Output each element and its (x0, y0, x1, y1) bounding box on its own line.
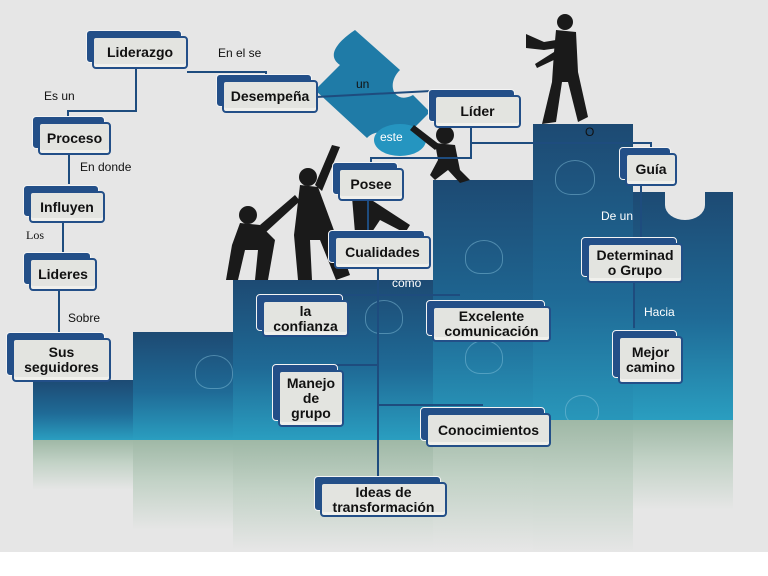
link-los: Los (26, 228, 44, 242)
node-label: Sus seguidores (12, 338, 111, 382)
reflection (133, 440, 233, 530)
node-conocimientos[interactable]: Conocimientos (420, 407, 551, 447)
node-manejo-de-grupo[interactable]: Manejo de grupo (272, 364, 344, 427)
node-label: Mejor camino (618, 336, 683, 384)
node-posee[interactable]: Posee (332, 162, 404, 201)
connector (377, 268, 379, 480)
node-determinado-grupo[interactable]: Determinad o Grupo (581, 237, 683, 283)
connector (640, 185, 642, 237)
node-ideas-de-transformacion[interactable]: Ideas de transformación (314, 476, 447, 517)
node-label: Influyen (29, 191, 105, 223)
link-este: este (380, 130, 403, 144)
node-label: Lideres (29, 258, 97, 291)
connector (58, 290, 60, 334)
node-label: Guía (625, 153, 677, 186)
link-sobre: Sobre (68, 311, 101, 325)
reflection (33, 440, 133, 490)
link-hacia: Hacia (644, 305, 675, 319)
connector (633, 282, 635, 328)
puzzle-outline (195, 355, 233, 389)
concept-map-canvas: Liderazgo Desempeña Líder Proceso Guía P… (0, 0, 768, 552)
puzzle-outline (465, 240, 503, 274)
node-label: la confianza (262, 300, 349, 337)
megaphone-leader-icon (526, 14, 588, 124)
node-label: Manejo de grupo (278, 370, 344, 427)
node-sus-seguidores[interactable]: Sus seguidores (6, 332, 111, 382)
connector (305, 364, 379, 366)
connector (135, 68, 137, 112)
reflection (633, 420, 733, 510)
connector (470, 142, 652, 144)
node-lideres[interactable]: Lideres (23, 252, 97, 291)
node-liderazgo[interactable]: Liderazgo (86, 30, 188, 69)
connector (377, 404, 483, 406)
node-la-confianza[interactable]: la confianza (256, 294, 349, 337)
node-proceso[interactable]: Proceso (32, 116, 111, 155)
puzzle-outline (555, 160, 595, 195)
node-label: Liderazgo (92, 36, 188, 69)
node-label: Conocimientos (426, 413, 551, 447)
puzzle-outline (465, 340, 503, 374)
link-es-un: Es un (44, 89, 75, 103)
node-mejor-camino[interactable]: Mejor camino (612, 330, 683, 384)
connector (300, 294, 460, 296)
node-cualidades[interactable]: Cualidades (328, 230, 431, 269)
puzzle-column-1 (33, 380, 133, 440)
connector (370, 157, 470, 159)
link-en-el-se: En el se (218, 46, 262, 60)
node-influyen[interactable]: Influyen (23, 185, 105, 223)
connector (650, 142, 652, 150)
link-de-un: De un (601, 209, 634, 223)
connector (367, 200, 369, 232)
node-desempena[interactable]: Desempeña (216, 74, 318, 113)
link-en-donde: En donde (80, 160, 132, 174)
connector (68, 154, 70, 184)
node-label: Posee (338, 168, 404, 201)
node-guia[interactable]: Guía (619, 147, 677, 186)
node-excelente-comunicacion[interactable]: Excelente comunicación (426, 300, 551, 342)
node-label: Proceso (38, 122, 111, 155)
node-label: Líder (434, 95, 521, 128)
connector (187, 71, 267, 73)
node-label: Ideas de transformación (320, 482, 447, 517)
link-como: como (392, 276, 422, 290)
connector (67, 110, 69, 120)
node-label: Desempeña (222, 80, 318, 113)
puzzle-outline (365, 300, 403, 334)
puzzle-notch (665, 190, 705, 220)
connector (62, 222, 64, 254)
link-un: un (356, 77, 370, 91)
node-label: Cualidades (334, 236, 431, 269)
node-label: Determinad o Grupo (587, 243, 683, 283)
node-lider[interactable]: Líder (428, 89, 521, 128)
link-o: O (585, 125, 595, 139)
connector (67, 110, 137, 112)
node-label: Excelente comunicación (432, 306, 551, 342)
